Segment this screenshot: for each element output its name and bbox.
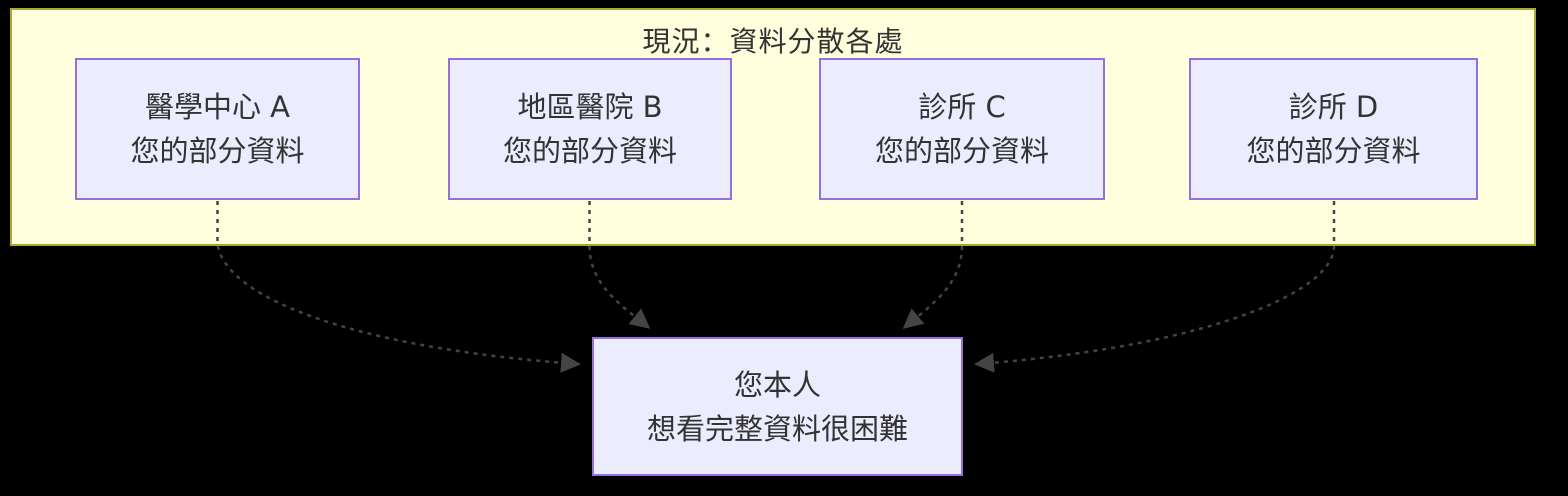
node-subtitle: 想看完整資料很困難 — [646, 411, 908, 446]
node-patient: 您本人 想看完整資料很困難 — [592, 337, 963, 476]
node-clinic-d: 診所 D 您的部分資料 — [1189, 58, 1478, 200]
node-subtitle: 您的部分資料 — [130, 134, 305, 168]
node-clinic-c: 診所 C 您的部分資料 — [819, 58, 1105, 200]
node-subtitle: 您的部分資料 — [1246, 134, 1421, 168]
node-title: 地區醫院 B — [517, 90, 663, 124]
node-title: 診所 D — [1288, 90, 1379, 124]
node-title: 醫學中心 A — [144, 90, 291, 124]
node-title: 診所 C — [918, 90, 1006, 124]
group-title: 現況：資料分散各處 — [642, 25, 904, 58]
node-subtitle: 您的部分資料 — [874, 134, 1049, 168]
node-medical-center-a: 醫學中心 A 您的部分資料 — [75, 58, 360, 200]
node-regional-hospital-b: 地區醫院 B 您的部分資料 — [448, 58, 732, 200]
node-subtitle: 您的部分資料 — [502, 134, 677, 168]
node-title: 您本人 — [733, 367, 821, 402]
